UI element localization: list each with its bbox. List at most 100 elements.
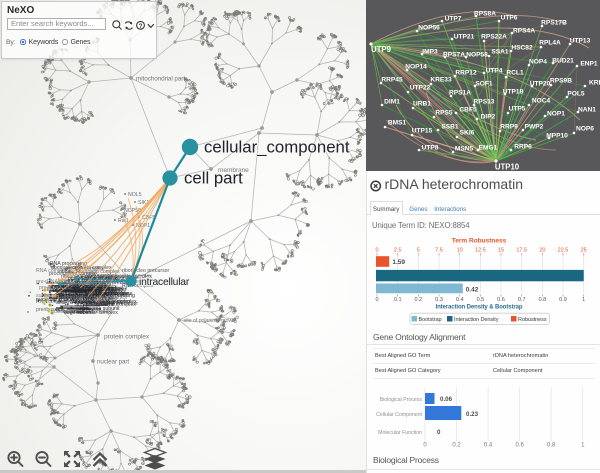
svg-text:NOP58: NOP58 (124, 208, 141, 214)
svg-text:ribonucleoprotein complex: ribonucleoprotein complex (91, 274, 152, 280)
svg-text:RPS9B: RPS9B (550, 78, 572, 85)
svg-text:pre-rRNA complex: pre-rRNA complex (60, 292, 103, 298)
svg-text:NOP1: NOP1 (547, 111, 565, 118)
svg-text:0.42: 0.42 (466, 286, 479, 293)
svg-text:pre-rRNA complex: pre-rRNA complex (75, 289, 118, 295)
svg-text:UTP20: UTP20 (530, 81, 551, 88)
svg-text:IMP3: IMP3 (422, 49, 438, 56)
svg-text:UTP4: UTP4 (486, 68, 503, 75)
svg-text:0.4: 0.4 (484, 443, 493, 449)
svg-text:processome complex: processome complex (63, 293, 112, 299)
svg-text:subunit precursor: subunit precursor (98, 301, 138, 307)
svg-text:NOP1: NOP1 (136, 223, 150, 229)
svg-text:ribosome subunit: ribosome subunit (64, 283, 106, 289)
svg-text:UTP15: UTP15 (412, 128, 433, 135)
svg-text:preribosome: preribosome (100, 291, 129, 297)
svg-text:RCL1: RCL1 (506, 70, 524, 77)
svg-text:Rai1: Rai1 (118, 218, 129, 224)
svg-text:pre-rRNA complex: pre-rRNA complex (39, 285, 82, 291)
svg-text:17.5: 17.5 (516, 248, 527, 254)
svg-text:0.23: 0.23 (466, 411, 479, 418)
svg-text:RPS5: RPS5 (435, 110, 453, 117)
svg-text:NOP6: NOP6 (576, 126, 594, 133)
svg-text:ribonucleoprotein complex: ribonucleoprotein complex (56, 284, 117, 290)
svg-text:pre-rRNA complex: pre-rRNA complex (72, 295, 115, 301)
svg-text:processome complex: processome complex (78, 286, 127, 292)
svg-text:snoRNA complex: snoRNA complex (75, 300, 115, 306)
svg-text:ribosomal precursor: ribosomal precursor (61, 274, 107, 280)
svg-text:UTP21: UTP21 (454, 34, 475, 41)
svg-text:HSC82: HSC82 (511, 45, 533, 52)
svg-text:RPL4A: RPL4A (539, 40, 561, 47)
svg-text:1: 1 (582, 297, 585, 303)
svg-text:Interaction Density & Bootstra: Interaction Density & Bootstrap (436, 305, 523, 311)
svg-text:cell part: cell part (184, 169, 243, 188)
svg-text:22.5: 22.5 (558, 248, 569, 254)
svg-text:UTP9: UTP9 (371, 45, 392, 54)
svg-text:RPS22A: RPS22A (481, 34, 507, 41)
svg-text:0.1: 0.1 (394, 297, 402, 303)
svg-text:pre-rRNA complex: pre-rRNA complex (65, 288, 108, 294)
svg-text:pre-rRNA complex: pre-rRNA complex (73, 289, 116, 295)
svg-text:nucleolar complex: nucleolar complex (81, 289, 123, 295)
svg-text:nucleolar complex: nucleolar complex (94, 302, 136, 308)
svg-text:snoRNA complex: snoRNA complex (71, 309, 111, 315)
svg-text:SSA1: SSA1 (491, 49, 509, 56)
svg-text:rRNA processing: rRNA processing (96, 293, 135, 299)
svg-text:Interaction Density: Interaction Density (454, 317, 499, 323)
svg-text:RNA complex: RNA complex (36, 268, 68, 274)
svg-text:processome complex: processome complex (49, 271, 98, 277)
svg-text:12.5: 12.5 (475, 248, 486, 254)
svg-text:protein complex: protein complex (104, 334, 150, 341)
svg-text:UTP22: UTP22 (410, 85, 431, 92)
svg-text:Robustness: Robustness (518, 317, 547, 323)
svg-text:1.59: 1.59 (392, 259, 405, 266)
svg-text:RPS4A: RPS4A (513, 28, 535, 35)
svg-text:ribonucleoprotein complex: ribonucleoprotein complex (59, 269, 120, 275)
svg-text:0.2: 0.2 (452, 443, 461, 449)
svg-text:RPS8A: RPS8A (474, 11, 496, 18)
svg-text:MSN5: MSN5 (455, 146, 474, 153)
svg-text:rRNA processing: rRNA processing (87, 287, 126, 293)
svg-text:ribonucleoprotein complex: ribonucleoprotein complex (58, 291, 119, 297)
svg-text:UTP5: UTP5 (509, 106, 526, 113)
svg-text:DIP2: DIP2 (481, 114, 496, 121)
svg-text:0.5: 0.5 (477, 297, 485, 303)
svg-text:RRP45: RRP45 (381, 77, 403, 84)
svg-text:NOC4: NOC4 (532, 98, 551, 105)
svg-text:ribosome subunit: ribosome subunit (85, 276, 125, 282)
svg-text:pre-rRNA complex: pre-rRNA complex (75, 296, 118, 302)
svg-text:RNA complex: RNA complex (122, 283, 154, 289)
svg-text:7.5: 7.5 (435, 248, 443, 254)
svg-text:20: 20 (539, 248, 545, 254)
svg-text:large subunit: large subunit (64, 310, 94, 316)
svg-text:0.8: 0.8 (539, 297, 547, 303)
svg-text:RPS7A: RPS7A (443, 52, 465, 59)
svg-text:Molecular Function: Molecular Function (378, 430, 422, 436)
svg-text:RPS1A: RPS1A (449, 90, 471, 97)
svg-text:pre-rRNA complex: pre-rRNA complex (72, 286, 115, 292)
svg-text:NOP4: NOP4 (529, 59, 547, 66)
svg-text:Bootstrap: Bootstrap (419, 317, 442, 323)
svg-text:POL5: POL5 (567, 91, 585, 98)
svg-text:nucleolar complex: nucleolar complex (55, 292, 97, 298)
svg-text:preribosome: preribosome (83, 296, 112, 302)
svg-text:UTP6: UTP6 (501, 15, 518, 22)
svg-text:subunit precursor: subunit precursor (72, 291, 112, 297)
svg-text:0.06: 0.06 (440, 396, 453, 403)
svg-text:subunit precursor: subunit precursor (71, 282, 111, 288)
svg-text:cellular_component: cellular_component (204, 138, 350, 157)
svg-text:UTP8: UTP8 (422, 145, 439, 152)
svg-text:subunit precursor: subunit precursor (99, 275, 139, 281)
svg-text:0.4: 0.4 (456, 297, 464, 303)
svg-text:NOP58: NOP58 (466, 52, 488, 59)
svg-text:0.2: 0.2 (414, 297, 422, 303)
svg-text:preribosome: preribosome (36, 307, 65, 313)
svg-text:5: 5 (417, 248, 420, 254)
svg-text:RPS13: RPS13 (474, 99, 495, 106)
svg-text:NOP56: NOP56 (418, 25, 440, 32)
svg-text:KRE33: KRE33 (430, 77, 452, 84)
svg-text:snoRNA complex: snoRNA complex (64, 266, 104, 272)
svg-text:MPP10: MPP10 (546, 133, 568, 140)
svg-text:small subunit processome: small subunit processome (48, 284, 108, 290)
